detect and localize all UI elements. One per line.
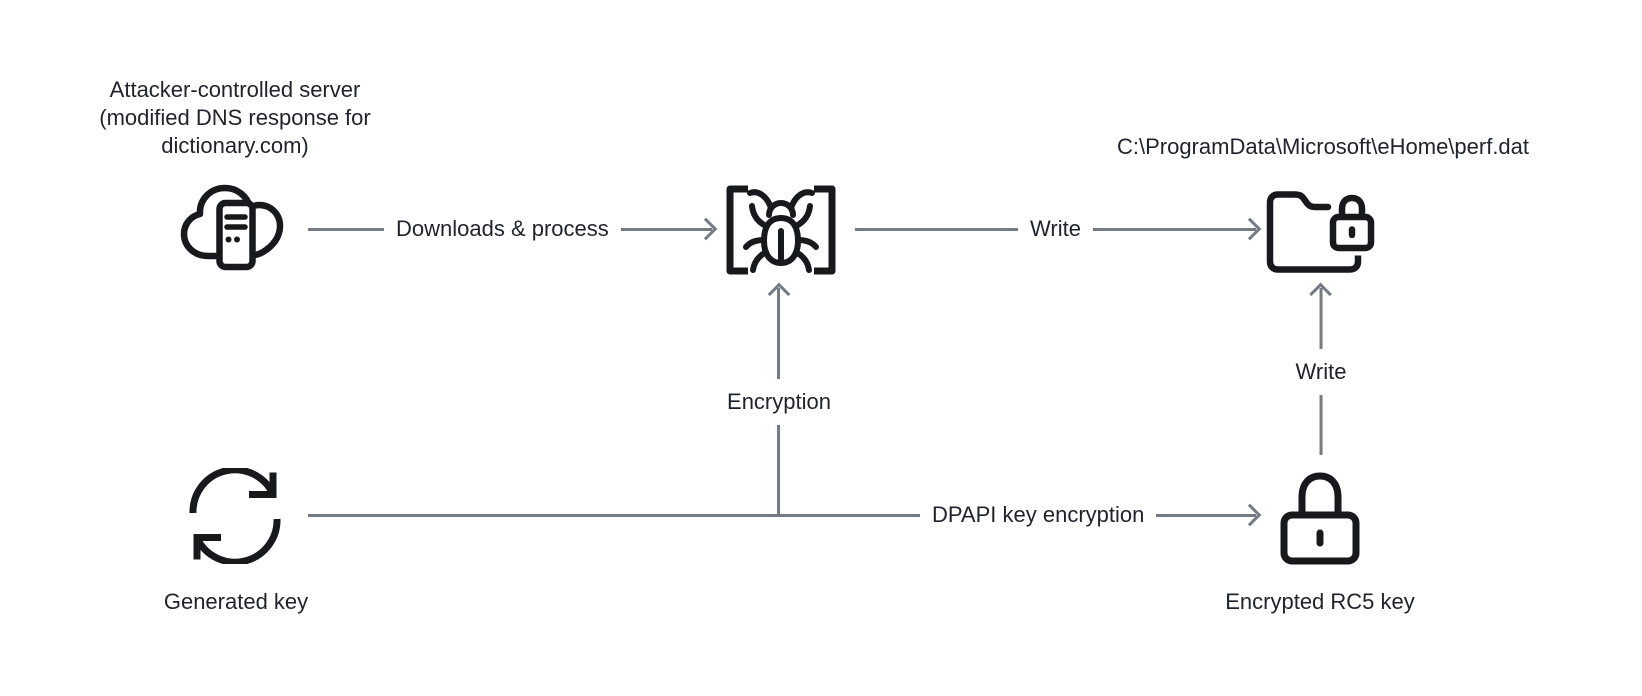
edge-line-segment — [1319, 394, 1323, 455]
right-arrow-line — [1092, 227, 1256, 231]
locked-folder-icon — [1266, 190, 1378, 274]
edge-label-write-key: Write — [1295, 358, 1347, 384]
edge-label-write-file: Write — [1030, 216, 1081, 241]
up-arrow-line — [777, 288, 781, 379]
right-arrow-line — [620, 227, 712, 231]
right-arrow-line — [1156, 513, 1256, 517]
edge-encryption: Encryption — [727, 288, 831, 515]
edge-write-file: Write — [855, 216, 1256, 242]
edge-line-segment — [777, 424, 781, 515]
bug-in-brackets-icon — [722, 184, 840, 276]
edge-line-segment — [308, 227, 384, 231]
encrypted-rc5-key-label: Encrypted RC5 key — [1225, 589, 1415, 614]
edge-label-dpapi-key-encryption: DPAPI key encryption — [932, 502, 1145, 527]
padlock-icon — [1280, 463, 1360, 567]
edge-line-segment — [308, 513, 920, 517]
attacker-server-label: Attacker-controlled server (modified DNS… — [99, 77, 371, 158]
edge-label-downloads-process: Downloads & process — [396, 216, 609, 241]
edge-downloads-process: Downloads & process — [308, 216, 712, 242]
edge-write-key: Write — [1295, 288, 1347, 455]
edge-line-segment — [855, 227, 1019, 231]
sync-arrows-icon — [187, 468, 283, 564]
cloud-server-icon — [178, 172, 288, 272]
target-file-path-label: C:\ProgramData\Microsoft\eHome\perf.dat — [1116, 134, 1530, 159]
generated-key-label: Generated key — [163, 589, 309, 614]
up-arrow-line — [1319, 288, 1323, 349]
edge-dpapi-key-encryption: DPAPI key encryption — [308, 502, 1256, 528]
edge-label-encryption: Encryption — [727, 388, 831, 414]
